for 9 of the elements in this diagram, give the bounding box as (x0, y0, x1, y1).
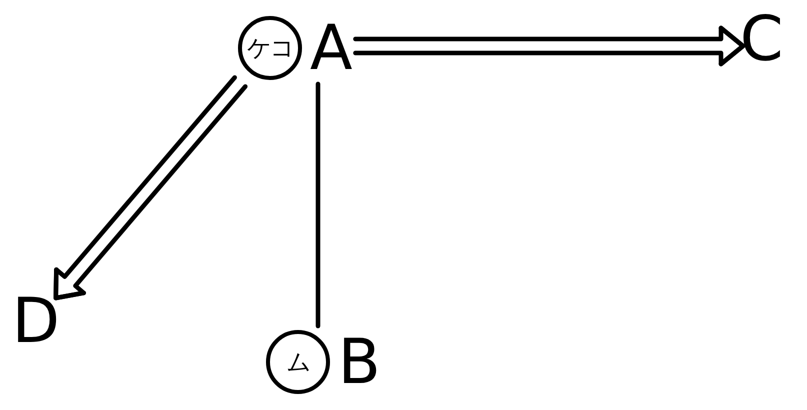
node-letter: A (310, 17, 352, 79)
node-letter: C (740, 8, 784, 70)
circled-label: ケコ (238, 16, 302, 80)
connector-line (316, 82, 320, 328)
double-arrow (353, 26, 746, 66)
double-arrow (54, 75, 248, 300)
node-letter: B (338, 331, 381, 393)
circled-label: ム (266, 330, 330, 394)
node-letter: D (12, 290, 60, 352)
